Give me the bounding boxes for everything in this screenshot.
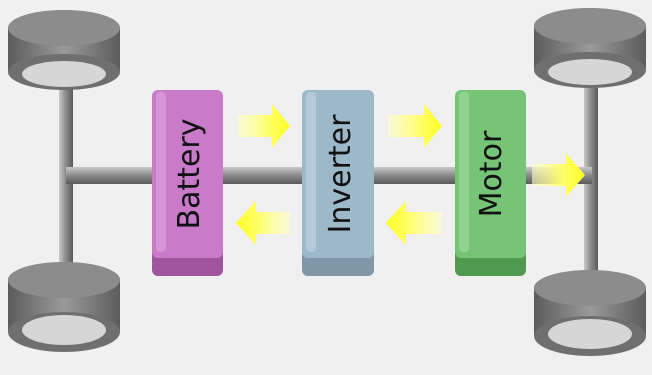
inverter-box: Inverter [302, 90, 374, 276]
wheel-icon [8, 262, 120, 352]
wheel-icon [534, 270, 646, 356]
right-axle [584, 80, 598, 290]
energy-flow-arrows [236, 104, 585, 245]
motor-label: Motor [474, 130, 509, 217]
energy-flow-arrow-icon [388, 104, 442, 148]
inverter-label: Inverter [323, 114, 358, 234]
energy-flow-arrow-icon [236, 201, 290, 245]
wheel-icon [534, 8, 646, 88]
battery-label: Battery [172, 118, 207, 229]
energy-flow-arrow-icon [238, 104, 290, 148]
battery-box: Battery [152, 90, 223, 276]
wheel-front-right [534, 8, 646, 88]
wheel-rear-right [534, 270, 646, 356]
motor-box: Motor [455, 90, 526, 276]
energy-flow-arrow-icon [532, 153, 585, 197]
energy-flow-arrow-icon [386, 201, 442, 245]
wheel-icon [8, 10, 120, 90]
wheel-front-left [8, 10, 120, 90]
wheel-rear-left [8, 262, 120, 352]
